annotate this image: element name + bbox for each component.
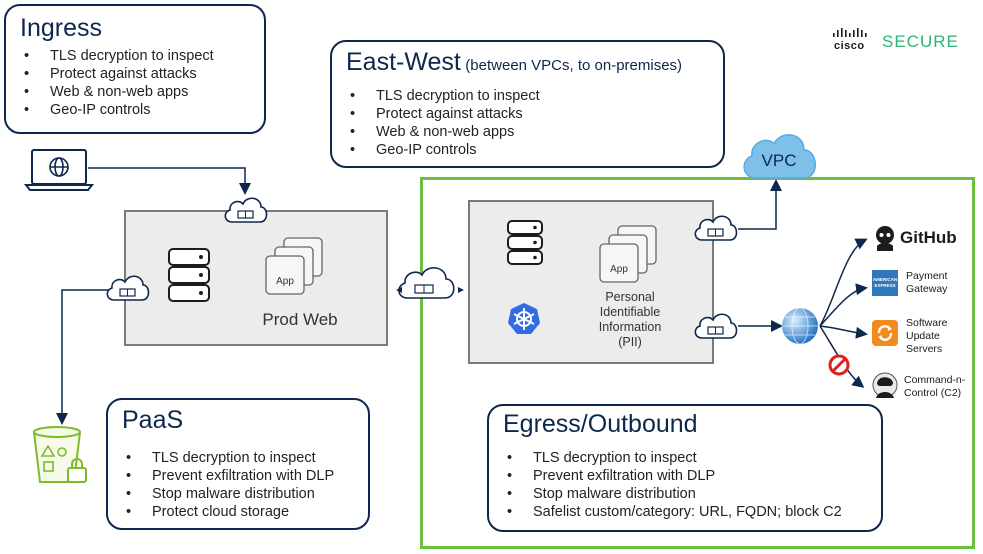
database-icon xyxy=(166,246,212,309)
wire-github xyxy=(819,238,868,327)
app-label: App xyxy=(610,264,628,275)
lock-icon xyxy=(67,458,87,483)
wire-paas-bucket xyxy=(56,289,112,425)
vpc-label: VPC xyxy=(761,151,797,170)
cisco-wordmark: cisco xyxy=(834,40,865,52)
eastwest-subtitle: (between VPCs, to on-premises) xyxy=(465,57,683,74)
cisco-secure-logo: cisco SECURE xyxy=(832,28,972,54)
cisco-bars-icon xyxy=(833,28,867,37)
egress-box: Egress/Outbound TLS decryption to inspec… xyxy=(487,404,883,532)
payment-gateway-label: Payment Gateway xyxy=(906,270,948,295)
internet-globe-icon xyxy=(780,306,820,351)
cloud-firewall-icon xyxy=(222,194,268,231)
wire-laptop-ingress xyxy=(88,167,251,195)
software-update-icon xyxy=(872,320,898,351)
pii-label: Personal Identifiable Information (PII) xyxy=(598,290,662,349)
paas-box: PaaS TLS decryption to inspect Prevent e… xyxy=(106,398,370,530)
egress-item: Stop malware distribution xyxy=(503,485,867,503)
blocked-icon xyxy=(828,354,850,381)
eastwest-item: Web & non-web apps xyxy=(346,123,709,141)
wire-software xyxy=(819,325,868,339)
eastwest-title: East-West xyxy=(346,48,461,76)
app-label: App xyxy=(276,276,294,287)
cloud-icon xyxy=(743,134,816,179)
database-icon xyxy=(505,218,545,273)
paas-item: Prevent exfiltration with DLP xyxy=(122,467,354,485)
globe-icon xyxy=(49,157,69,177)
paas-item: Stop malware distribution xyxy=(122,485,354,503)
egress-item: TLS decryption to inspect xyxy=(503,449,867,467)
github-icon xyxy=(876,226,894,251)
vpc-cloud: VPC xyxy=(738,128,820,184)
ingress-item: TLS decryption to inspect xyxy=(20,47,250,65)
ingress-item: Geo-IP controls xyxy=(20,101,250,119)
cloud-firewall-icon xyxy=(394,264,466,309)
paas-item: Protect cloud storage xyxy=(122,503,354,521)
wire-payment xyxy=(819,283,868,327)
app-stack-icon: App xyxy=(262,236,326,302)
cloud-firewall-icon xyxy=(692,310,738,347)
hacker-icon xyxy=(872,372,898,405)
storage-bucket-icon xyxy=(30,424,92,495)
cloud-firewall-icon xyxy=(692,212,738,249)
software-update-label: Software Update Servers xyxy=(906,317,948,355)
egress-title: Egress/Outbound xyxy=(503,410,698,438)
c2-label: Command-n- Control (C2) xyxy=(904,374,966,399)
egress-item: Prevent exfiltration with DLP xyxy=(503,467,867,485)
egress-zone xyxy=(420,177,975,549)
egress-item: Safelist custom/category: URL, FQDN; blo… xyxy=(503,503,867,521)
prod-web-label: Prod Web xyxy=(262,310,338,329)
ingress-box: Ingress TLS decryption to inspect Protec… xyxy=(4,4,266,134)
laptop-icon xyxy=(22,148,96,192)
eastwest-item: TLS decryption to inspect xyxy=(346,87,709,105)
app-stack-icon: App xyxy=(596,224,660,290)
ingress-title: Ingress xyxy=(20,14,102,42)
github-logo: GitHub xyxy=(872,222,972,256)
cloud-firewall-icon xyxy=(104,272,150,309)
eastwest-item: Protect against attacks xyxy=(346,105,709,123)
amex-icon: AMERICAN EXPRESS xyxy=(872,270,898,296)
eastwest-box: East-West (between VPCs, to on-premises)… xyxy=(330,40,725,168)
paas-title: PaaS xyxy=(122,406,184,434)
paas-item: TLS decryption to inspect xyxy=(122,449,354,467)
ingress-item: Web & non-web apps xyxy=(20,83,250,101)
github-label: GitHub xyxy=(900,228,957,247)
ingress-item: Protect against attacks xyxy=(20,65,250,83)
wire-vpc xyxy=(738,179,782,230)
eastwest-item: Geo-IP controls xyxy=(346,141,709,159)
kubernetes-icon xyxy=(507,302,541,341)
secure-wordmark: SECURE xyxy=(882,32,959,51)
